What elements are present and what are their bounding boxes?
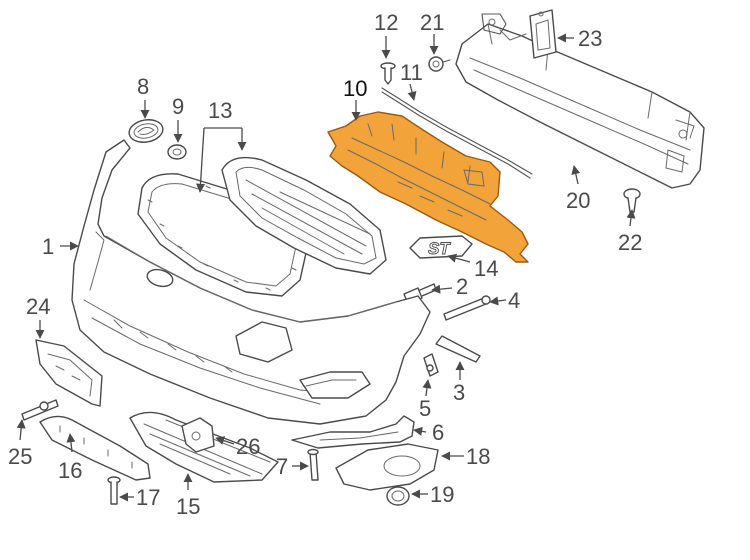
callout-5: 5 — [419, 396, 431, 421]
part-14-st-emblem[interactable]: ST — [409, 235, 473, 259]
callout-16: 16 — [58, 458, 82, 483]
callout-26: 26 — [236, 434, 260, 459]
part-23-bracket[interactable] — [529, 9, 557, 59]
part-6-lamp-bracket[interactable] — [291, 415, 415, 449]
part-18-fog-lamp-bezel[interactable] — [335, 443, 439, 491]
callout-12: 12 — [374, 10, 398, 35]
part-3-strip[interactable] — [435, 335, 481, 363]
callout-15: 15 — [176, 494, 200, 519]
callout-3: 3 — [453, 380, 465, 405]
part-5-clip[interactable] — [423, 353, 439, 377]
callout-9: 9 — [172, 94, 184, 119]
part-10-splash-shield[interactable] — [327, 111, 529, 263]
part-22-retainer[interactable] — [623, 188, 641, 213]
callout-4: 4 — [508, 288, 520, 313]
part-12-push-pin[interactable] — [380, 62, 396, 85]
part-1-bumper-cover[interactable] — [71, 139, 431, 425]
part-21-nut[interactable] — [428, 56, 451, 72]
part-24-license-bracket[interactable] — [35, 339, 103, 407]
callout-23: 23 — [578, 26, 602, 51]
part-11-seal-strip[interactable] — [381, 87, 533, 179]
callout-11: 11 — [400, 60, 423, 85]
callout-25: 25 — [8, 444, 32, 469]
part-19-ring[interactable] — [386, 486, 410, 506]
callout-7: 7 — [276, 454, 288, 479]
callout-17: 17 — [136, 485, 160, 510]
part-4-clip[interactable] — [443, 295, 491, 321]
part-9-grommet[interactable] — [167, 144, 187, 160]
part-13-upper-grille-mesh[interactable] — [221, 156, 387, 275]
callout-24: 24 — [26, 294, 50, 319]
part-7-clip[interactable] — [307, 448, 319, 481]
callout-18: 18 — [466, 444, 490, 469]
part-8-emblem[interactable] — [127, 117, 164, 145]
leader-lines — [16, 33, 636, 502]
callout-20: 20 — [566, 188, 590, 213]
callout-19: 19 — [430, 482, 454, 507]
callout-22: 22 — [618, 230, 642, 255]
callout-6: 6 — [432, 420, 444, 445]
callout-8: 8 — [137, 74, 149, 99]
part-17-screw[interactable] — [107, 476, 121, 505]
part-26-sensor-bracket[interactable] — [181, 417, 215, 453]
callout-13: 13 — [208, 98, 232, 123]
emblem-text: ST — [428, 239, 451, 258]
part-16-lower-trim[interactable] — [39, 415, 151, 481]
part-25-clip[interactable] — [21, 399, 59, 421]
callout-14: 14 — [474, 256, 498, 281]
callout-2: 2 — [456, 274, 468, 299]
callout-10: 10 — [343, 76, 367, 101]
callout-labels: 12 21 11 10 23 20 22 14 2 4 3 5 6 18 19 … — [8, 10, 642, 519]
callout-21: 21 — [420, 10, 444, 35]
callout-1: 1 — [42, 234, 54, 259]
